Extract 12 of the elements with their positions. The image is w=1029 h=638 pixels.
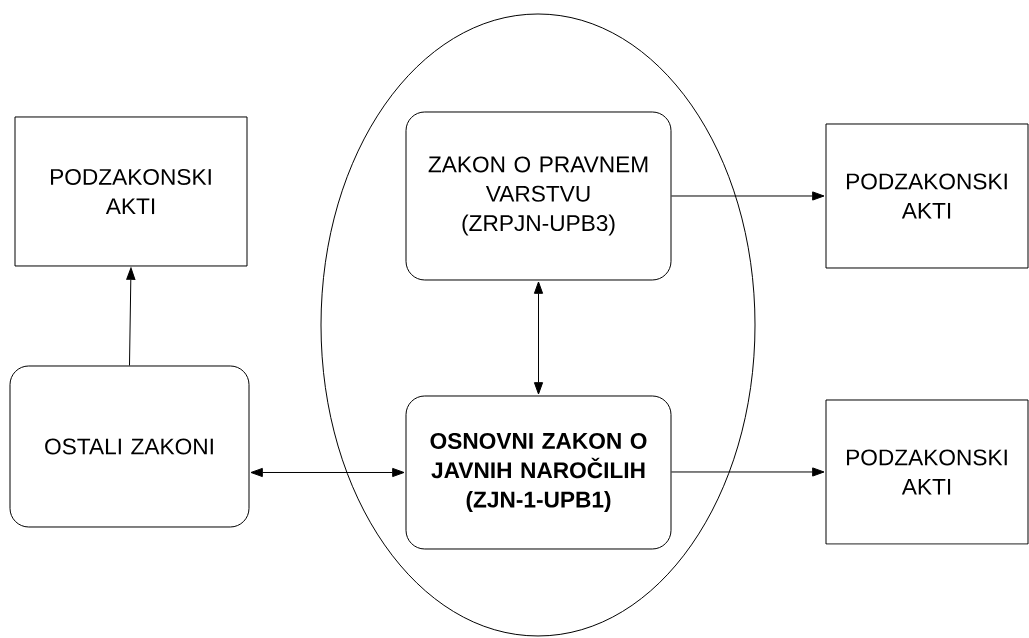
document-box: PODZAKONSKI AKTI [825, 123, 1029, 269]
ellipse [320, 13, 756, 637]
law-box: OSNOVNI ZAKON O JAVNIH NAROČILIH (ZJN-1-UPB1) [405, 395, 672, 550]
arrow [671, 467, 825, 477]
law-box: OSTALI ZAKONI [9, 365, 250, 528]
law-box: ZAKON O PRAVNEM VARSTVU (ZRPJN-UPB3) [405, 111, 672, 281]
arrow [250, 467, 405, 478]
document-box: PODZAKONSKI AKTI [14, 116, 248, 267]
document-box: PODZAKONSKI AKTI [825, 399, 1029, 545]
arrow [126, 267, 136, 366]
arrow [533, 281, 544, 395]
arrow [671, 191, 825, 201]
